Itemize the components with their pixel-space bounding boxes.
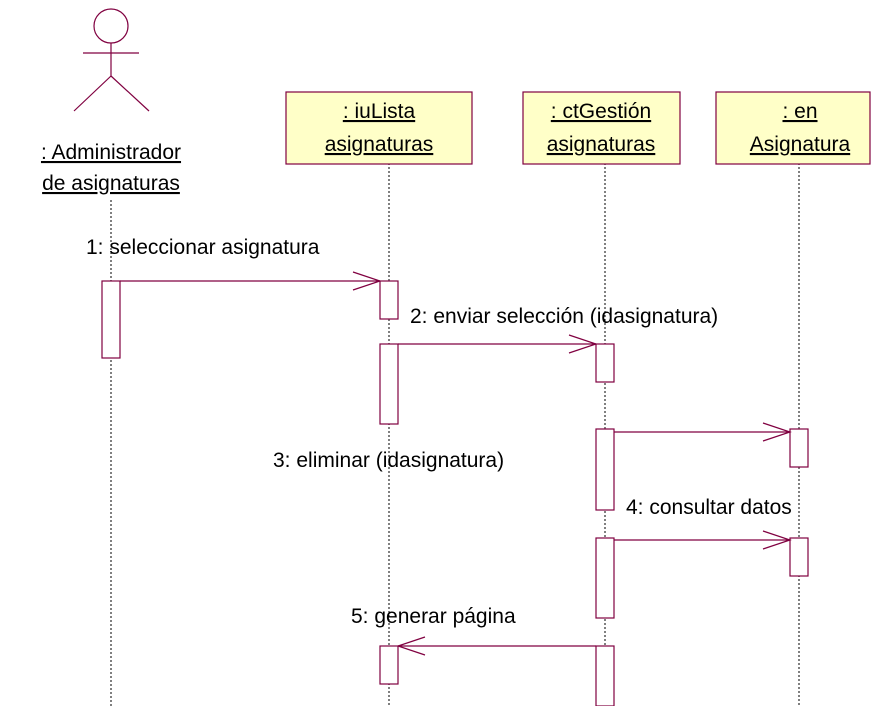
actor-name-line1: : Administrador	[41, 141, 181, 164]
message-4-arrow	[614, 530, 792, 550]
message-5-arrow	[396, 636, 596, 656]
message-4-label: 4: consultar datos	[626, 496, 792, 519]
message-2-label: 2: enviar selección (idasignatura)	[410, 305, 718, 328]
object-iulista-asignaturas: : iuLista asignaturas	[285, 91, 473, 165]
activation-ctgestion-2	[595, 428, 615, 511]
activation-iulista-3	[379, 645, 399, 685]
activation-ctgestion-1	[595, 343, 615, 383]
message-2-arrow	[398, 334, 598, 354]
object-iulista-line1: : iuLista	[343, 100, 416, 123]
object-en-line2: Asignatura	[750, 133, 851, 156]
object-iulista-line2: asignaturas	[325, 133, 434, 156]
activation-en-2	[789, 537, 809, 577]
activation-ctgestion-3	[595, 537, 615, 619]
activation-administrador	[101, 280, 121, 359]
object-ctgestion-line1: : ctGestión	[551, 100, 651, 123]
object-ctgestion-line2: asignaturas	[547, 133, 656, 156]
object-ctgestion-asignaturas: : ctGestión asignaturas	[522, 91, 681, 165]
object-en-asignatura: : en Asignatura	[715, 91, 871, 165]
activation-ctgestion-4	[595, 645, 615, 706]
activation-iulista-2	[379, 343, 399, 425]
object-en-line1: : en	[782, 100, 817, 123]
message-3-label: 3: eliminar (idasignatura)	[273, 449, 504, 472]
message-3-arrow	[614, 422, 792, 442]
message-1-arrow	[120, 271, 382, 291]
activation-en-1	[789, 428, 809, 468]
message-5-label: 5: generar página	[351, 605, 516, 628]
activation-iulista-1	[379, 280, 399, 320]
actor-icon	[73, 8, 150, 112]
message-1-label: 1: seleccionar asignatura	[86, 236, 320, 259]
actor-name-line2: de asignaturas	[42, 172, 180, 195]
